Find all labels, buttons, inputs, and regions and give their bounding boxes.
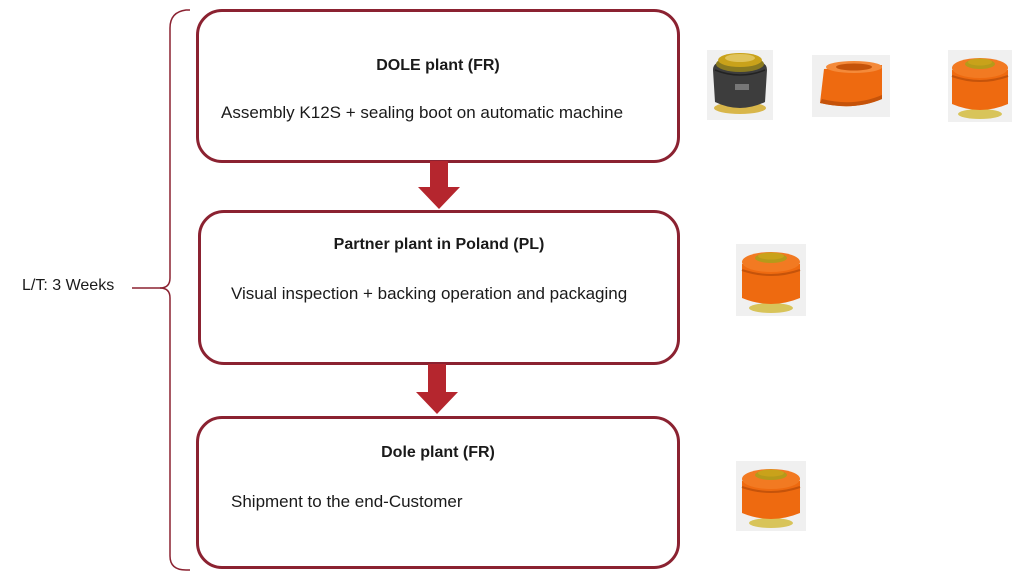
step-box-dole-shipment: Dole plant (FR) Shipment to the end-Cust…	[196, 416, 680, 569]
assembled-sensor-orange-image	[736, 244, 806, 316]
step-title: Partner plant in Poland (PL)	[333, 236, 545, 253]
assembled-sensor-orange-image	[736, 461, 806, 531]
step-title: DOLE plant (FR)	[376, 57, 500, 74]
down-arrow-icon	[418, 161, 460, 209]
step-title: Dole plant (FR)	[381, 444, 495, 461]
step-box-dole-assembly: DOLE plant (FR) Assembly K12S + sealing …	[196, 9, 680, 163]
sensor-with-gold-cap-image	[707, 50, 773, 120]
brace-connector	[132, 9, 190, 571]
down-arrow-icon	[416, 364, 458, 414]
step-description: Shipment to the end-Customer	[231, 492, 463, 511]
step-description: Assembly K12S + sealing boot on automati…	[221, 103, 624, 122]
step-box-partner-poland: Partner plant in Poland (PL) Visual insp…	[198, 210, 680, 365]
step-description: Visual inspection + backing operation an…	[231, 284, 628, 303]
assembled-sensor-orange-image	[948, 50, 1012, 122]
lead-time-label: L/T: 3 Weeks	[22, 277, 115, 294]
orange-sealing-boot-image	[812, 55, 890, 117]
